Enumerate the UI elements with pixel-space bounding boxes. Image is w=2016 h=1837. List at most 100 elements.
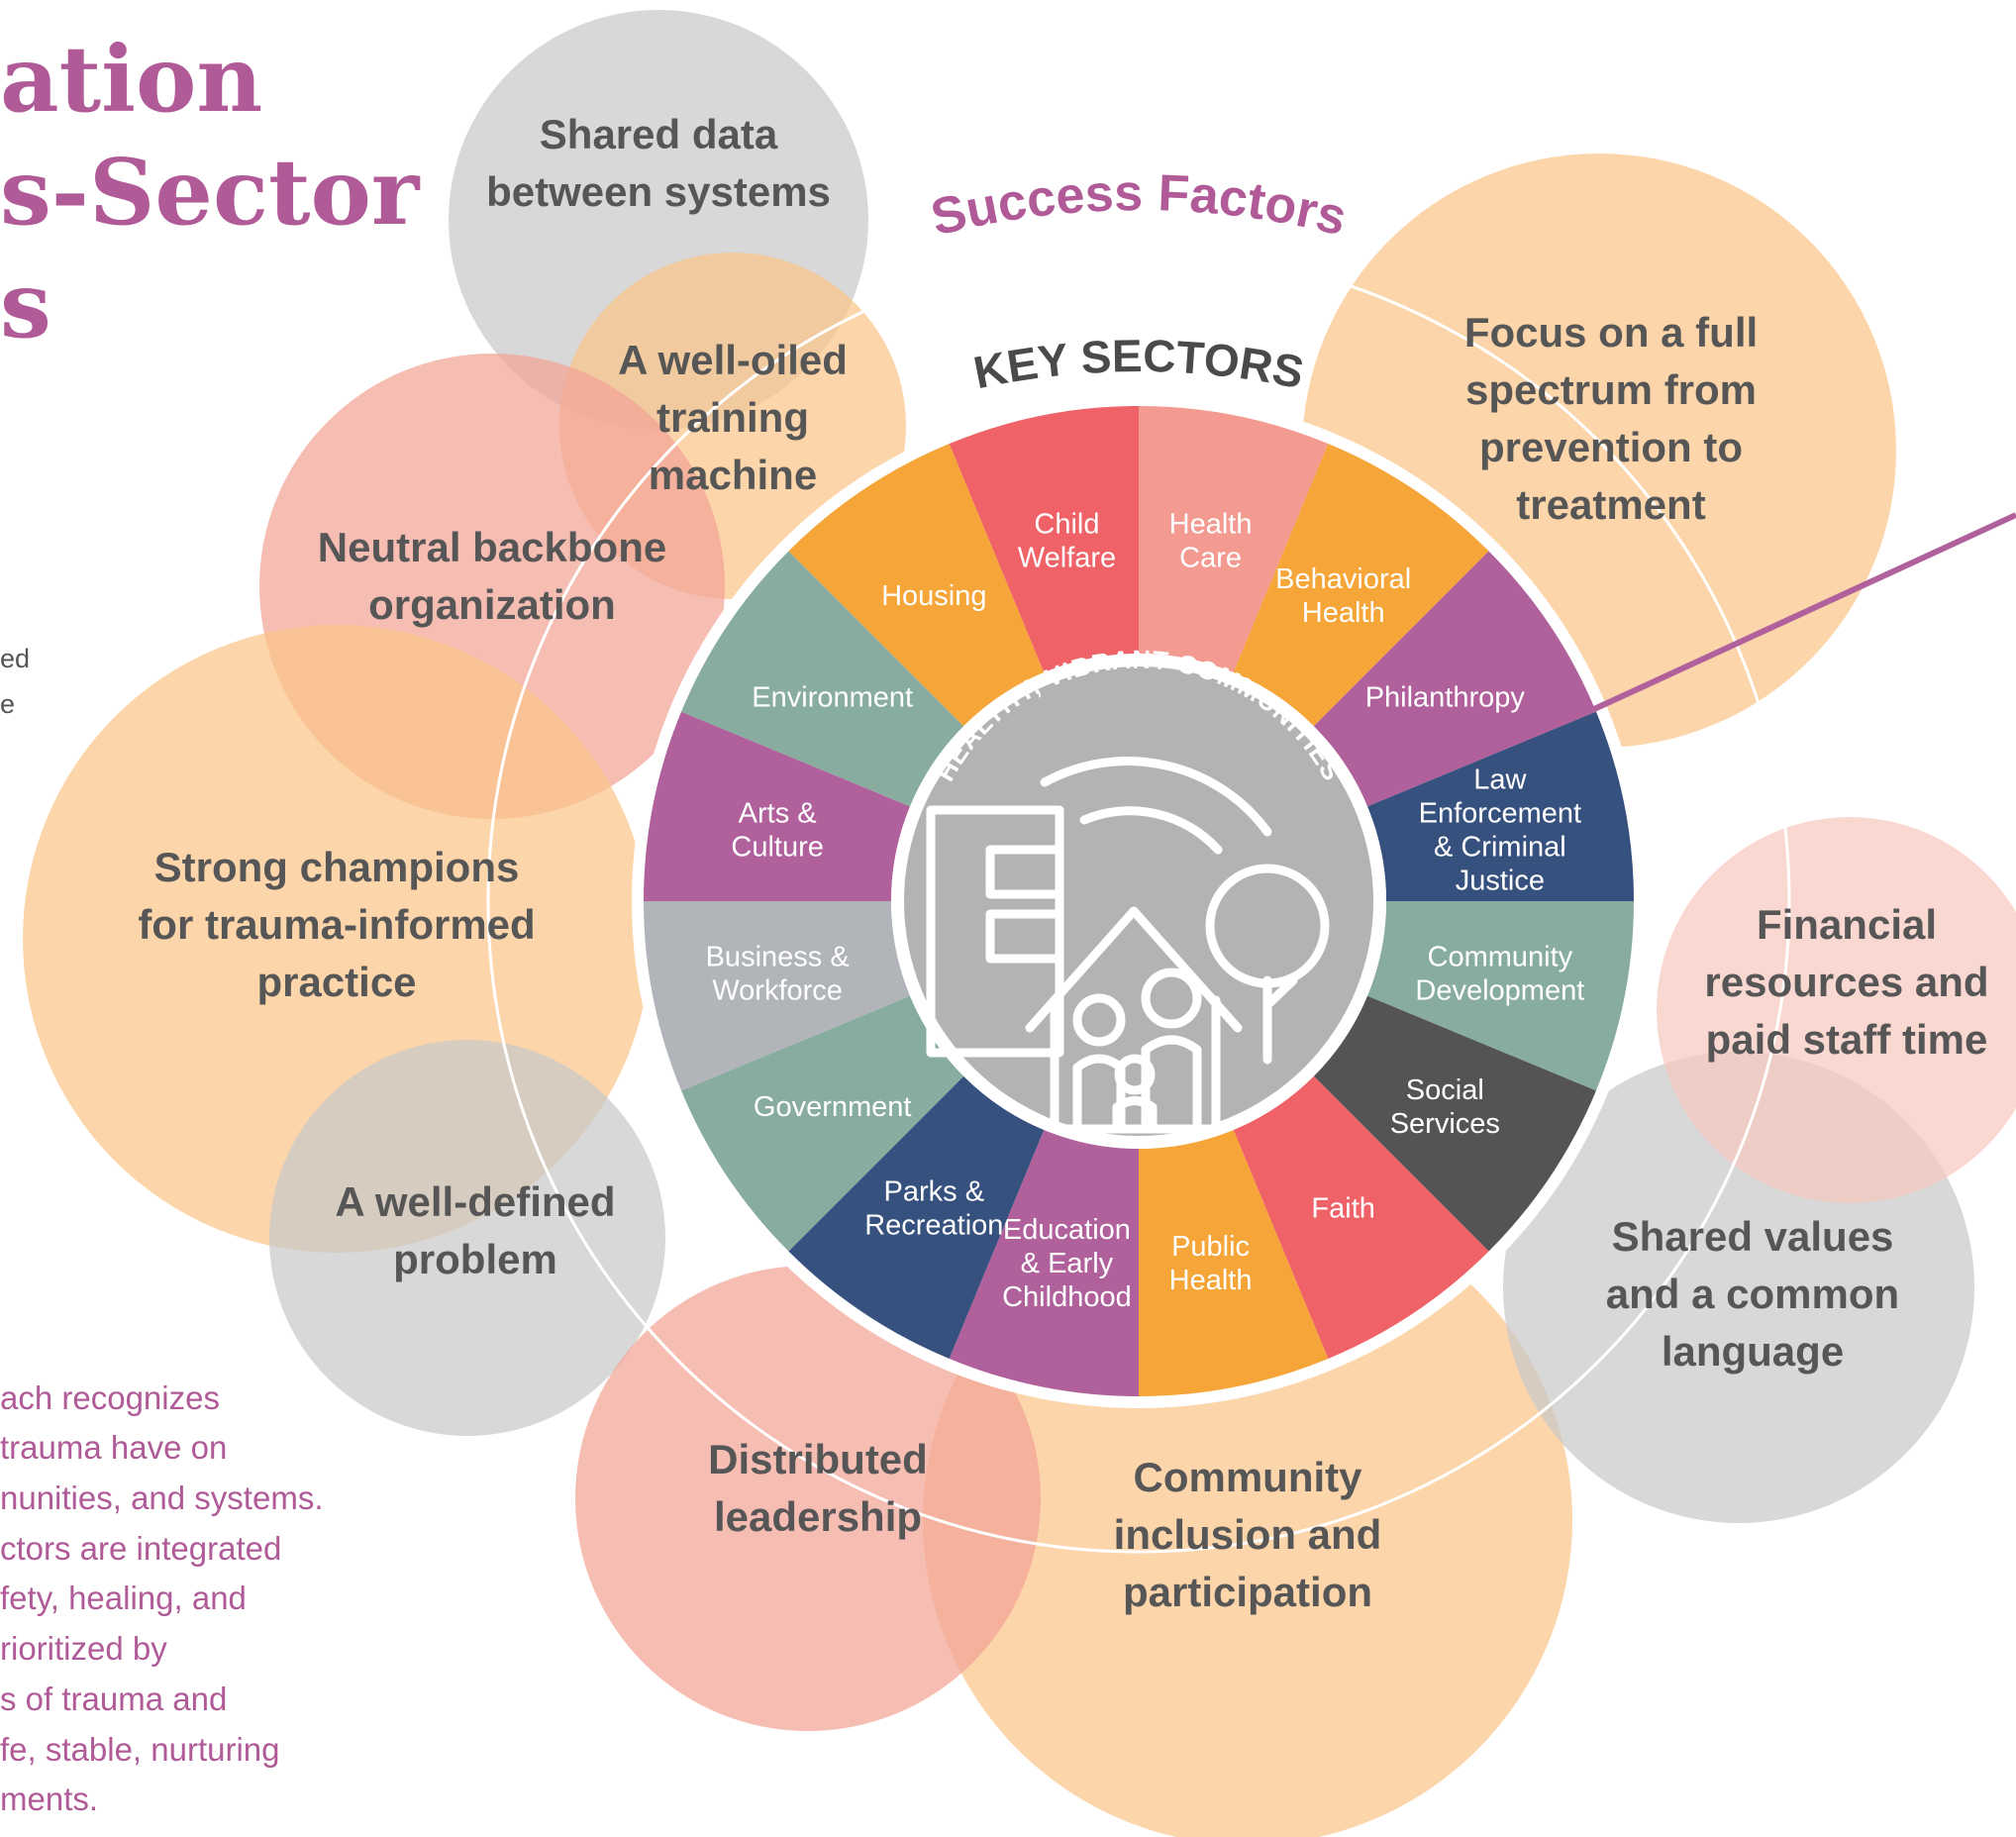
sector-health-care-wedge: [1139, 406, 1329, 673]
title-line-1: ation: [0, 26, 263, 133]
community-icon: [926, 757, 1330, 1134]
sector-label-line: Care: [1179, 542, 1242, 573]
sector-education-early-childhood-wedge: [949, 1129, 1139, 1396]
success-factors-heading-path: Success Factors: [926, 164, 1352, 248]
sector-label-line: Parks &: [884, 1175, 985, 1207]
sector-environment-label: Environment: [752, 681, 913, 713]
side-text-fragment-1: ed: [0, 644, 31, 673]
sector-label-line: Public: [1171, 1231, 1250, 1263]
sector-label-line: Housing: [881, 580, 986, 612]
sector-business-workforce-wedge: [644, 901, 911, 1091]
distributed-leadership-label-line: Distributed: [708, 1436, 928, 1482]
sector-label-line: Enforcement: [1419, 798, 1581, 830]
sector-label-line: Services: [1390, 1108, 1500, 1140]
community-inclusion-label-line: Community: [1134, 1454, 1363, 1500]
well-defined-problem-label-line: A well-defined: [335, 1178, 615, 1225]
financial-resources-label-line: Financial: [1757, 901, 1937, 948]
center-disc: [904, 666, 1373, 1136]
strong-champions-label-line: for trauma-informed: [138, 901, 535, 948]
intro-line: nunities, and systems.: [0, 1480, 324, 1516]
intro-line: fe, stable, nurturing: [0, 1731, 280, 1768]
sector-label-line: Welfare: [1018, 542, 1116, 573]
sector-label-line: Culture: [731, 832, 824, 864]
sector-label-line: Child: [1034, 508, 1099, 540]
callout-line: [1592, 512, 2016, 712]
sector-housing-wedge: [788, 444, 1045, 727]
building-window-mid: [985, 909, 1064, 964]
person-right-head: [1141, 968, 1202, 1029]
sector-label-line: Government: [754, 1091, 912, 1123]
full-spectrum-label-line: spectrum from: [1465, 366, 1757, 413]
sector-parks-recreation-wedge: [788, 1075, 1045, 1359]
sector-government-wedge: [681, 995, 964, 1252]
tree-trunk: [1262, 975, 1298, 1065]
sector-child-welfare-wedge: [949, 406, 1139, 673]
outline-layer: [486, 249, 2016, 1554]
strong-champions-label-line: Strong champions: [154, 844, 520, 890]
shared-values-label-line: and a common: [1606, 1271, 1899, 1317]
neutral-backbone-label-line: organization: [368, 581, 616, 628]
community-inclusion-label-line: inclusion and: [1114, 1511, 1382, 1558]
sector-label-line: Health: [1169, 1265, 1253, 1296]
intro-line: s of trauma and: [0, 1681, 228, 1717]
sector-faith-label: Faith: [1311, 1192, 1374, 1224]
sector-label-line: Education: [1003, 1214, 1131, 1246]
neutral-backbone-label-line: Neutral backbone: [318, 524, 666, 570]
building-window-top: [985, 845, 1064, 899]
side-text-fragment-2: e: [0, 689, 16, 719]
sector-government-label: Government: [754, 1091, 912, 1123]
key-sectors-heading-path: KEY SECTORS: [969, 330, 1308, 398]
intro-line: trauma have on: [0, 1429, 228, 1466]
sector-parks-recreation-label: Parks &Recreation: [864, 1175, 1003, 1241]
well-oiled-training-label-line: machine: [649, 452, 817, 498]
financial-resources-label-line: paid staff time: [1706, 1016, 1988, 1063]
full-spectrum-label-line: Focus on a full: [1464, 309, 1758, 356]
sector-arts-culture-label: Arts &Culture: [731, 798, 824, 864]
person-right-body: [1141, 1035, 1202, 1134]
key-sectors-heading: KEY SECTORS: [969, 330, 1308, 398]
signal-arc-inner: [1079, 806, 1223, 855]
intro-line: rioritized by: [0, 1630, 167, 1667]
sector-label-line: Community: [1428, 942, 1573, 973]
sector-label-line: Behavioral: [1275, 563, 1411, 595]
sector-label-line: & Early: [1021, 1248, 1114, 1279]
sector-label-line: Health: [1169, 508, 1253, 540]
sector-behavioral-health-wedge: [1233, 444, 1489, 727]
shared-values-label-line: Shared values: [1612, 1213, 1894, 1260]
well-oiled-training-label-line: training: [656, 394, 809, 441]
person-left-head: [1072, 993, 1126, 1047]
full-spectrum-label-line: treatment: [1516, 481, 1705, 528]
sector-community-development-wedge: [1366, 901, 1634, 1091]
signal-arc-outer: [1040, 757, 1272, 837]
sector-public-health-wedge: [1139, 1129, 1329, 1396]
sector-label-line: Childhood: [1002, 1281, 1132, 1313]
title-line-2: s-Sector: [0, 139, 420, 246]
sector-label-line: Arts &: [739, 798, 817, 830]
intro-line: ach recognizes: [0, 1379, 220, 1416]
distributed-leadership-bubble: [575, 1266, 1041, 1731]
sector-label-line: Environment: [752, 681, 913, 713]
sector-label-line: Business &: [706, 942, 850, 973]
sector-label-line: Social: [1406, 1074, 1484, 1106]
sector-environment-wedge: [681, 551, 964, 807]
sector-label-line: Philanthropy: [1365, 681, 1526, 713]
well-defined-problem-bubble: [269, 1040, 665, 1436]
sector-label-line: Justice: [1456, 866, 1545, 897]
child-body: [1112, 1096, 1158, 1134]
community-inclusion-label-line: participation: [1123, 1569, 1372, 1615]
sector-arts-culture-wedge: [644, 711, 911, 901]
distributed-leadership-label-line: leadership: [714, 1493, 922, 1540]
intro-line: fety, healing, and: [0, 1580, 247, 1616]
sector-label-line: & Criminal: [1434, 832, 1566, 864]
sector-faith-wedge: [1233, 1075, 1489, 1359]
sector-business-workforce-label: Business &Workforce: [706, 942, 850, 1007]
sector-housing-label: Housing: [881, 580, 986, 612]
